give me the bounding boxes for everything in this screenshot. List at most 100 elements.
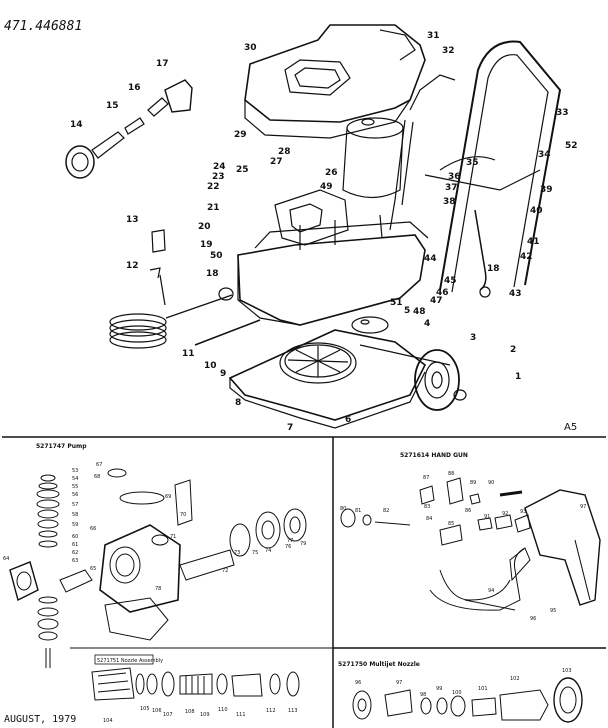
multijet-nozzle-section-title: 5271750 Multijet Nozzle xyxy=(338,661,420,668)
callout-16: 16 xyxy=(128,83,141,93)
pump-callout-68: 68 xyxy=(94,474,100,480)
gun-callout-87: 87 xyxy=(423,475,429,481)
nozzle-assembly-callouts: 104 105 106 107 108 109 110 111 112 113 xyxy=(103,706,298,724)
callout-32: 32 xyxy=(442,46,455,56)
pump-callout-61: 61 xyxy=(72,542,78,548)
callout-15: 15 xyxy=(106,101,119,111)
callout-21: 21 xyxy=(207,203,220,213)
section-dividers xyxy=(2,436,606,728)
multijet-nozzle-callouts: 96 97 98 99 100 101 102 103 xyxy=(355,668,572,698)
multijet-nozzle-drawing xyxy=(352,677,583,723)
gun-callout-83: 83 xyxy=(424,504,430,510)
callout-12: 12 xyxy=(126,261,139,271)
gun-callout-89: 89 xyxy=(470,480,476,486)
pump-callout-73: 73 xyxy=(234,550,240,556)
gun-callout-81: 81 xyxy=(355,508,361,514)
pump-callout-55: 55 xyxy=(72,484,78,490)
callout-49: 49 xyxy=(320,182,333,192)
callout-42: 42 xyxy=(520,252,533,262)
gun-callout-92: 92 xyxy=(502,511,508,517)
nozzle-callout-108: 108 xyxy=(185,709,195,715)
callout-36: 36 xyxy=(448,172,461,182)
nozzle-assembly-drawing xyxy=(91,667,300,701)
pump-callouts: 53 54 55 56 57 58 59 60 61 62 63 64 67 6… xyxy=(3,462,306,592)
gun-callout-86: 86 xyxy=(465,508,471,514)
pump-callout-62: 62 xyxy=(72,550,78,556)
callout-29: 29 xyxy=(234,130,247,140)
callout-10: 10 xyxy=(204,361,217,371)
nozzle-callout-104: 104 xyxy=(103,718,113,724)
nozzle-callout-113: 113 xyxy=(288,708,298,714)
pump-callout-56: 56 xyxy=(72,492,78,498)
main-assembly-drawing xyxy=(65,24,562,429)
multijet-callout-96: 96 xyxy=(355,680,361,686)
callout-37: 37 xyxy=(445,183,458,193)
gun-callout-85: 85 xyxy=(448,521,454,527)
callout-1: 1 xyxy=(515,372,521,382)
callout-8: 8 xyxy=(235,398,241,408)
gun-callout-82: 82 xyxy=(383,508,389,514)
callout-45: 45 xyxy=(444,276,457,286)
gun-callout-93: 93 xyxy=(520,509,526,515)
multijet-callout-98: 98 xyxy=(420,692,426,698)
hand-gun-section-title: 5271614 HAND GUN xyxy=(400,452,468,459)
pump-callout-78: 78 xyxy=(155,586,161,592)
multijet-callout-102: 102 xyxy=(510,676,520,682)
callout-50: 50 xyxy=(210,251,223,261)
callout-40: 40 xyxy=(530,206,543,216)
pump-callout-79: 79 xyxy=(300,541,306,547)
callout-5: 5 xyxy=(404,306,410,316)
callout-33: 33 xyxy=(556,108,569,118)
gun-callout-90: 90 xyxy=(488,480,494,486)
multijet-callout-97: 97 xyxy=(396,680,402,686)
callout-34: 34 xyxy=(538,150,551,160)
callout-31: 31 xyxy=(427,31,440,41)
callout-17: 17 xyxy=(156,59,169,69)
gun-callout-84: 84 xyxy=(426,516,432,522)
nozzle-callout-106: 106 xyxy=(152,708,162,714)
multijet-callout-103: 103 xyxy=(562,668,572,674)
callout-26: 26 xyxy=(325,168,338,178)
callout-28: 28 xyxy=(278,147,291,157)
callout-23: 23 xyxy=(212,172,225,182)
callout-9: 9 xyxy=(220,369,226,379)
callout-22: 22 xyxy=(207,182,220,192)
pump-drawing xyxy=(9,468,307,668)
callout-46: 46 xyxy=(436,288,449,298)
callout-39: 39 xyxy=(540,185,553,195)
pump-callout-75: 75 xyxy=(252,550,258,556)
callout-18-right: 18 xyxy=(487,264,500,274)
main-callouts: 1 2 3 4 5 6 7 8 9 10 11 12 13 14 15 16 1… xyxy=(70,31,578,433)
callout-20: 20 xyxy=(198,222,211,232)
pump-callout-77: 77 xyxy=(287,538,293,544)
callout-18-left: 18 xyxy=(206,269,219,279)
handwritten-part-number: 471.446881 xyxy=(4,19,82,34)
callout-30: 30 xyxy=(244,43,257,53)
gun-callout-95: 95 xyxy=(550,608,556,614)
callout-27: 27 xyxy=(270,157,283,167)
callout-11: 11 xyxy=(182,349,195,359)
callout-38: 38 xyxy=(443,197,456,207)
callout-24: 24 xyxy=(213,162,226,172)
pump-callout-69: 69 xyxy=(165,494,171,500)
callout-2: 2 xyxy=(510,345,516,355)
gun-callout-97: 97 xyxy=(580,504,586,510)
pump-callout-72: 72 xyxy=(222,568,228,574)
pump-callout-58: 58 xyxy=(72,512,78,518)
nozzle-callout-110: 110 xyxy=(218,707,228,713)
pump-callout-54: 54 xyxy=(72,476,78,482)
pump-callout-71: 71 xyxy=(170,534,176,540)
callout-19: 19 xyxy=(200,240,213,250)
callout-44: 44 xyxy=(424,254,437,264)
page-code: A5 xyxy=(564,422,577,433)
nozzle-callout-109: 109 xyxy=(200,712,210,718)
nozzle-callout-111: 111 xyxy=(236,712,246,718)
pump-callout-53: 53 xyxy=(72,468,78,474)
callout-14: 14 xyxy=(70,120,83,130)
pump-callout-64: 64 xyxy=(3,556,9,562)
callout-7: 7 xyxy=(287,423,293,433)
nozzle-assembly-label: 5271751 Nozzle Assembly xyxy=(97,658,163,664)
pump-callout-67: 67 xyxy=(96,462,102,468)
pump-callout-63: 63 xyxy=(72,558,78,564)
gun-callout-91: 91 xyxy=(484,514,490,520)
